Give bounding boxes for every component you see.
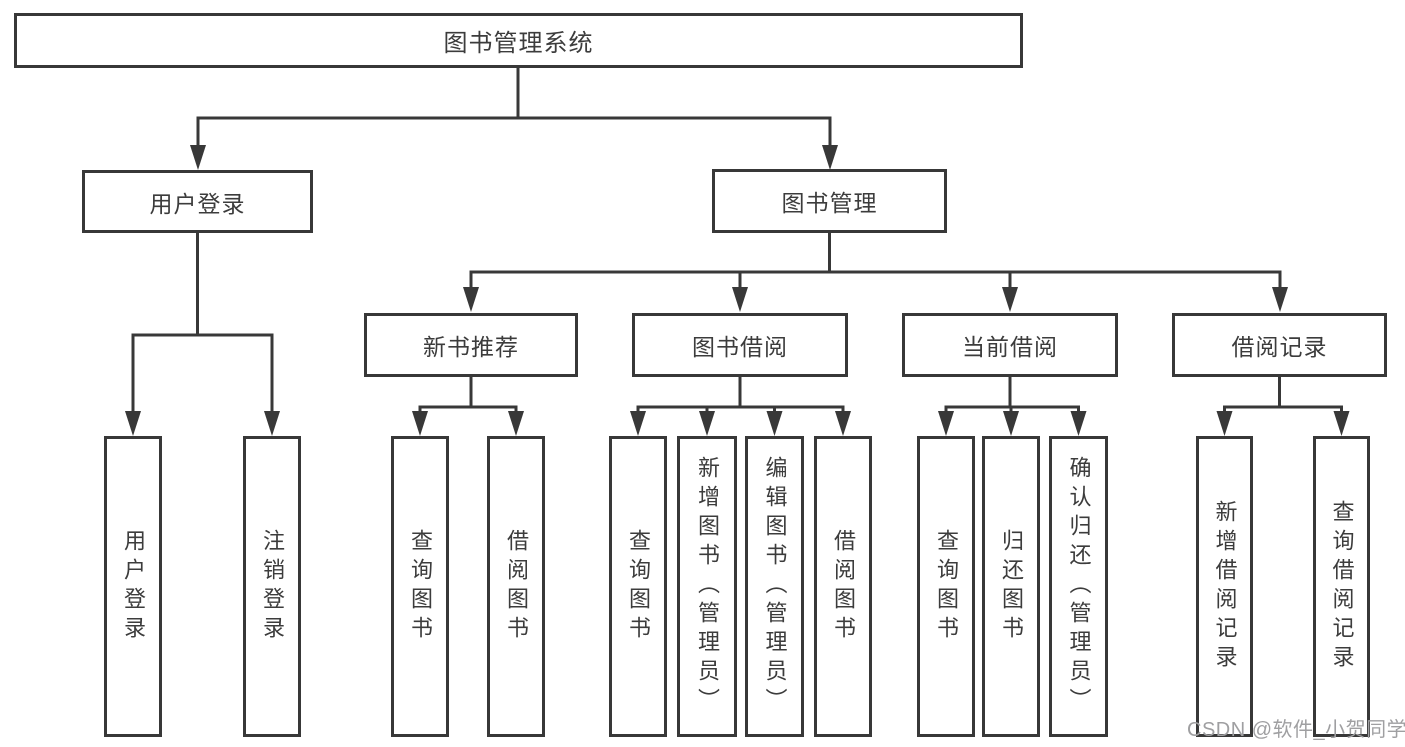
leaf-add-books-admin: 新增图书（管理员） xyxy=(677,436,737,737)
arrowhead xyxy=(630,411,646,436)
leaf-confirm-return-admin: 确认归还（管理员） xyxy=(1049,436,1108,737)
node-user-login: 用户登录 xyxy=(82,170,313,233)
node-current-borrowing: 当前借阅 xyxy=(902,313,1118,377)
leaf-label: 编辑图书（管理员） xyxy=(762,456,788,717)
leaf-query-borrow-record: 查询借阅记录 xyxy=(1313,436,1370,737)
connector-borrow-record-children xyxy=(1216,377,1350,436)
arrowhead xyxy=(766,411,783,436)
leaf-query-books-2: 查询图书 xyxy=(609,436,667,737)
leaf-label: 查询图书 xyxy=(934,528,959,645)
node-book-borrowing: 图书借阅 xyxy=(632,313,848,377)
connector-book-borrow-children xyxy=(630,377,851,436)
node-label: 借阅记录 xyxy=(1231,334,1328,360)
arrowhead xyxy=(1333,411,1350,436)
node-label: 当前借阅 xyxy=(962,334,1058,360)
leaf-query-books-1: 查询图书 xyxy=(391,436,449,737)
connector-new-book-children xyxy=(412,377,524,436)
arrowhead xyxy=(835,411,851,436)
connector-book-mgmt-children xyxy=(463,233,1288,312)
arrowhead xyxy=(1216,411,1233,436)
leaf-query-books-3: 查询图书 xyxy=(917,436,975,737)
leaf-label: 确认归还（管理员） xyxy=(1066,456,1092,717)
leaf-logout: 注销登录 xyxy=(243,436,301,737)
leaf-label: 用户登录 xyxy=(121,528,146,645)
csdn-watermark: CSDN @软件_小贺同学 xyxy=(1187,719,1405,741)
node-label: 图书借阅 xyxy=(692,334,788,360)
node-label: 用户登录 xyxy=(149,190,246,217)
arrowhead xyxy=(822,145,838,170)
node-new-book-recommend: 新书推荐 xyxy=(364,313,578,377)
arrowhead xyxy=(508,411,524,436)
leaf-label: 查询图书 xyxy=(626,528,651,645)
leaf-borrow-books-2: 借阅图书 xyxy=(814,436,872,737)
arrowhead xyxy=(412,411,428,436)
leaf-return-books: 归还图书 xyxy=(982,436,1040,737)
leaf-label: 借阅图书 xyxy=(831,528,856,645)
leaf-edit-books-admin: 编辑图书（管理员） xyxy=(745,436,804,737)
arrowhead xyxy=(938,411,954,436)
arrowhead xyxy=(125,411,141,436)
leaf-label: 借阅图书 xyxy=(504,528,529,645)
arrowhead xyxy=(1002,287,1018,312)
arrowhead xyxy=(699,411,715,436)
arrowhead xyxy=(463,287,479,312)
arrowhead xyxy=(732,287,748,312)
arrowhead xyxy=(264,411,280,436)
leaf-label: 查询图书 xyxy=(408,528,433,645)
node-borrowing-records: 借阅记录 xyxy=(1172,313,1387,377)
leaf-user-login: 用户登录 xyxy=(104,436,162,737)
leaf-label: 新增图书（管理员） xyxy=(695,456,720,717)
node-label: 图书管理系统 xyxy=(443,30,594,57)
leaf-label: 注销登录 xyxy=(260,528,285,645)
node-book-management: 图书管理 xyxy=(712,169,947,233)
node-label: 新书推荐 xyxy=(423,334,519,360)
arrowhead xyxy=(1272,287,1288,312)
leaf-label: 新增借阅记录 xyxy=(1212,499,1238,674)
arrowhead xyxy=(1070,411,1087,436)
node-library-management-system: 图书管理系统 xyxy=(14,13,1023,68)
leaf-label: 归还图书 xyxy=(999,528,1024,645)
leaf-add-borrow-record: 新增借阅记录 xyxy=(1196,436,1253,737)
leaf-label: 查询借阅记录 xyxy=(1329,499,1355,674)
arrowhead xyxy=(1003,411,1019,436)
node-label: 图书管理 xyxy=(781,190,878,216)
leaf-borrow-books-1: 借阅图书 xyxy=(487,436,545,737)
connector-root-to-level2 xyxy=(190,68,838,170)
arrowhead xyxy=(190,145,206,170)
connector-user-login-children xyxy=(125,233,280,436)
connector-current-borrow-children xyxy=(938,377,1087,436)
